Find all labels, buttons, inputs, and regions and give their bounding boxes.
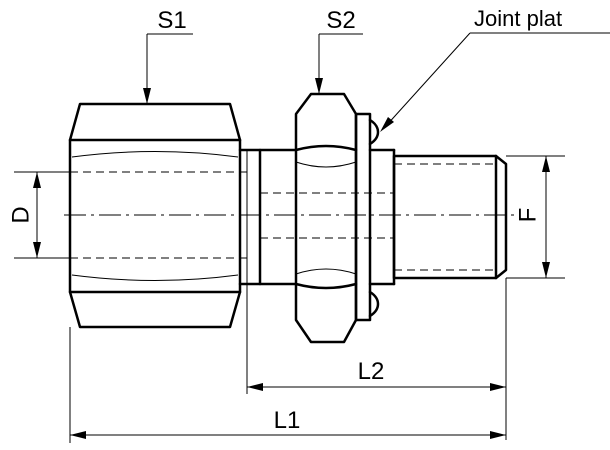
hex-nut-s1	[68, 102, 242, 329]
label-s1: S1	[157, 7, 186, 34]
leader-s2: S2	[315, 7, 363, 94]
hex-nut-s2	[294, 92, 358, 344]
label-d: D	[8, 206, 35, 223]
label-s2: S2	[326, 7, 355, 34]
neck-section	[238, 148, 298, 286]
leader-s1: S1	[143, 7, 193, 104]
label-l1: L1	[274, 407, 301, 434]
dimension-l2: L2	[246, 278, 507, 440]
dimension-l1: L1	[69, 327, 506, 443]
dimension-f: F	[506, 155, 565, 279]
dimension-d: D	[8, 171, 70, 259]
thread-hidden-lines	[260, 163, 496, 271]
joint-plate	[354, 112, 380, 322]
label-joint-plate: Joint plat	[474, 6, 562, 31]
label-f: F	[515, 208, 542, 223]
internal-bore-hidden-lines	[70, 171, 250, 259]
threaded-body	[368, 148, 508, 286]
leader-joint-plate: Joint plat	[380, 6, 610, 132]
label-l2: L2	[358, 358, 385, 385]
